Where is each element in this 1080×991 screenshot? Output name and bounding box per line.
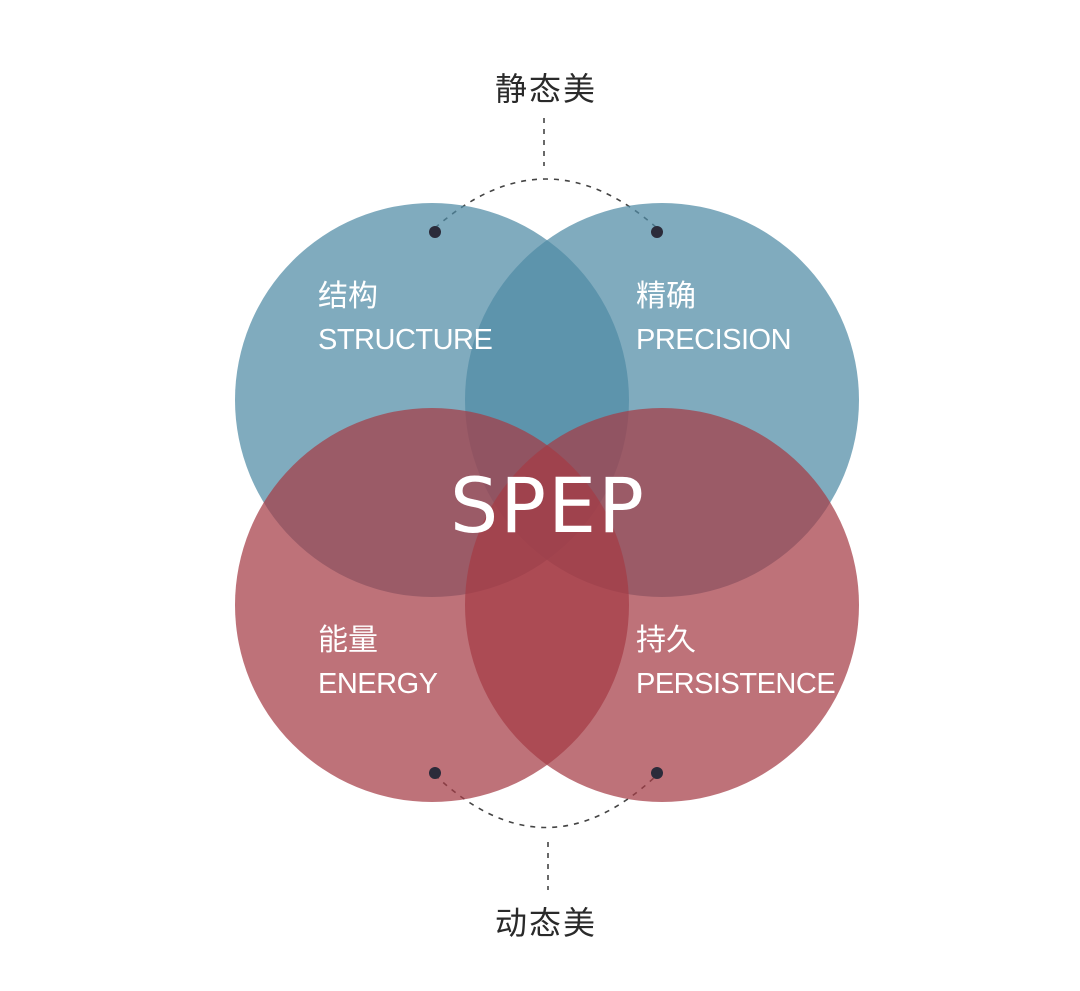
marker-dot-bottom-left bbox=[429, 767, 441, 779]
marker-dot-top-left bbox=[429, 226, 441, 238]
marker-dot-top-right bbox=[651, 226, 663, 238]
marker-dot-bottom-right bbox=[651, 767, 663, 779]
marker-dots bbox=[429, 226, 663, 779]
persistence-en-label: PERSISTENCE bbox=[636, 668, 835, 700]
precision-en-label: PRECISION bbox=[636, 324, 791, 356]
energy-en-label: ENERGY bbox=[318, 668, 438, 700]
top-label: 静态美 bbox=[495, 70, 597, 108]
center-label: SPEP bbox=[450, 461, 646, 550]
structure-en-label: STRUCTURE bbox=[318, 324, 492, 356]
bottom-label: 动态美 bbox=[495, 904, 597, 942]
precision-cn-label: 精确 bbox=[636, 279, 696, 314]
persistence-cn-label: 持久 bbox=[636, 623, 696, 658]
energy-cn-label: 能量 bbox=[318, 623, 378, 658]
venn-circles bbox=[235, 203, 859, 802]
structure-cn-label: 结构 bbox=[318, 279, 378, 314]
circle-persistence bbox=[465, 408, 859, 802]
